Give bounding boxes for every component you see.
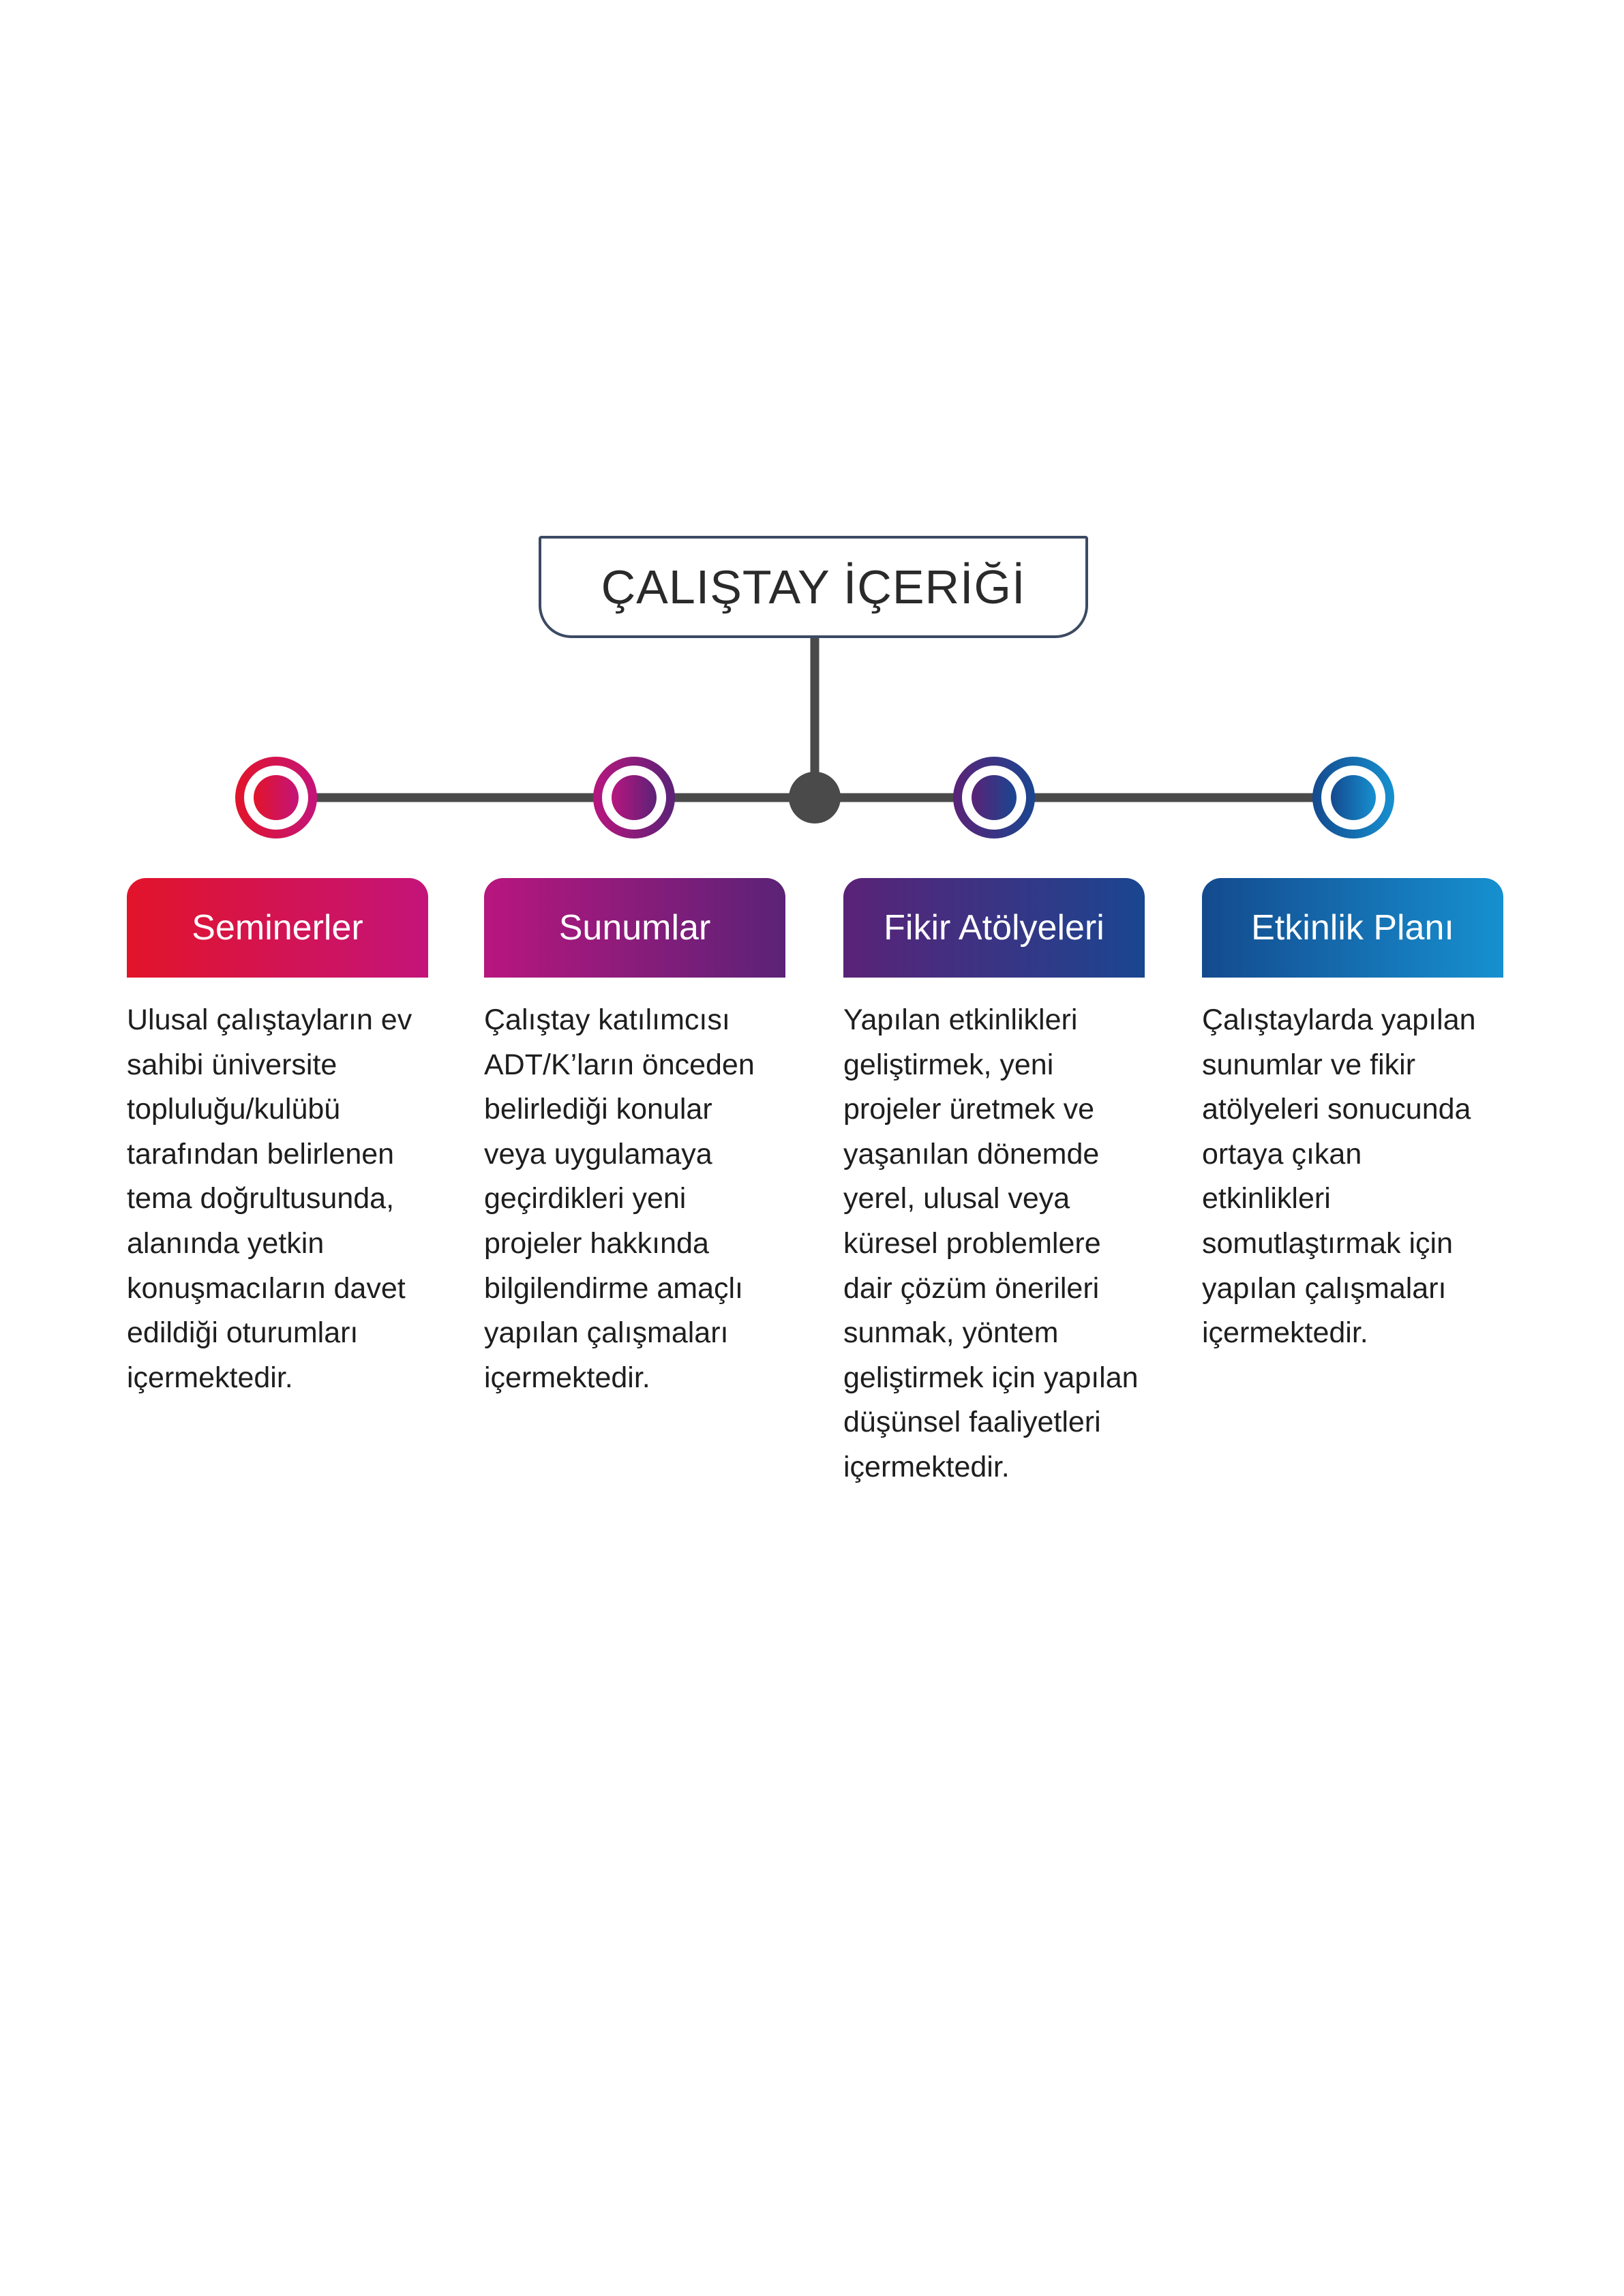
card-description-sunumlar: Çalıştay katılımcısı ADT/K’ların önceden… (484, 1003, 755, 1394)
node-core (972, 775, 1017, 820)
node-fikir-atolyeleri (953, 757, 1035, 839)
page-title: ÇALIŞTAY İÇERİĞİ (539, 536, 1088, 638)
card-description-seminerler: Ulusal çalıştayların ev sahibi üniversit… (127, 1003, 412, 1394)
card-description-etkinlik-plani: Çalıştaylarda yapılan sunumlar ve fikir … (1202, 1003, 1476, 1350)
card-description-fikir-atolyeleri: Yapılan etkinlikleri geliştirmek, yeni p… (843, 1003, 1139, 1483)
center-junction-node (789, 772, 841, 824)
node-core (612, 775, 657, 820)
node-core (1331, 775, 1376, 820)
node-seminerler (235, 757, 317, 839)
node-core (254, 775, 299, 820)
card-header-fikir-atolyeleri: Fikir Atölyeleri (843, 878, 1145, 978)
card-header-sunumlar: Sunumlar (484, 878, 785, 978)
card-header-etkinlik-plani: Etkinlik Planı (1202, 878, 1503, 978)
card-header-seminerler: Seminerler (127, 878, 428, 978)
node-etkinlik-plani (1312, 757, 1394, 839)
node-sunumlar (593, 757, 675, 839)
